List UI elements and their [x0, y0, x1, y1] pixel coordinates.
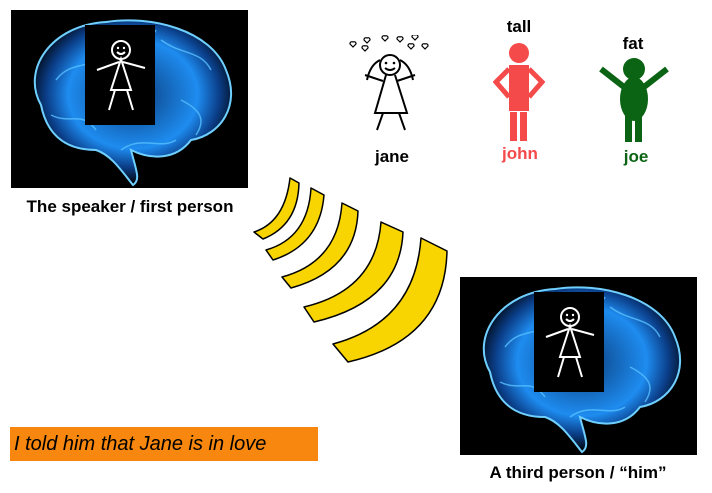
character-name-john: john: [502, 144, 538, 163]
character-name-jane: jane: [374, 147, 410, 166]
joe-fat-figure-icon: [599, 58, 669, 142]
sound-wave-arc: [303, 221, 404, 323]
sound-wave-arc: [253, 177, 300, 240]
sound-wave-arc: [265, 187, 325, 261]
john-descriptor: tall: [506, 17, 532, 36]
john-tall-figure-icon: [493, 43, 545, 141]
jane-stick-figure-icon: [349, 35, 429, 131]
joe-descriptor: fat: [622, 34, 644, 53]
sound-wave-arc: [281, 202, 359, 289]
character-name-joe: joe: [623, 147, 649, 166]
speaker-label: The speaker / first person: [26, 197, 234, 216]
listener-brain-image: [460, 277, 697, 455]
speaker-brain-image: [11, 10, 248, 188]
listener-label: A third person / “him”: [489, 463, 667, 482]
sound-wave-arc: [332, 237, 448, 363]
utterance-text: I told him that Jane is in love: [10, 427, 318, 461]
